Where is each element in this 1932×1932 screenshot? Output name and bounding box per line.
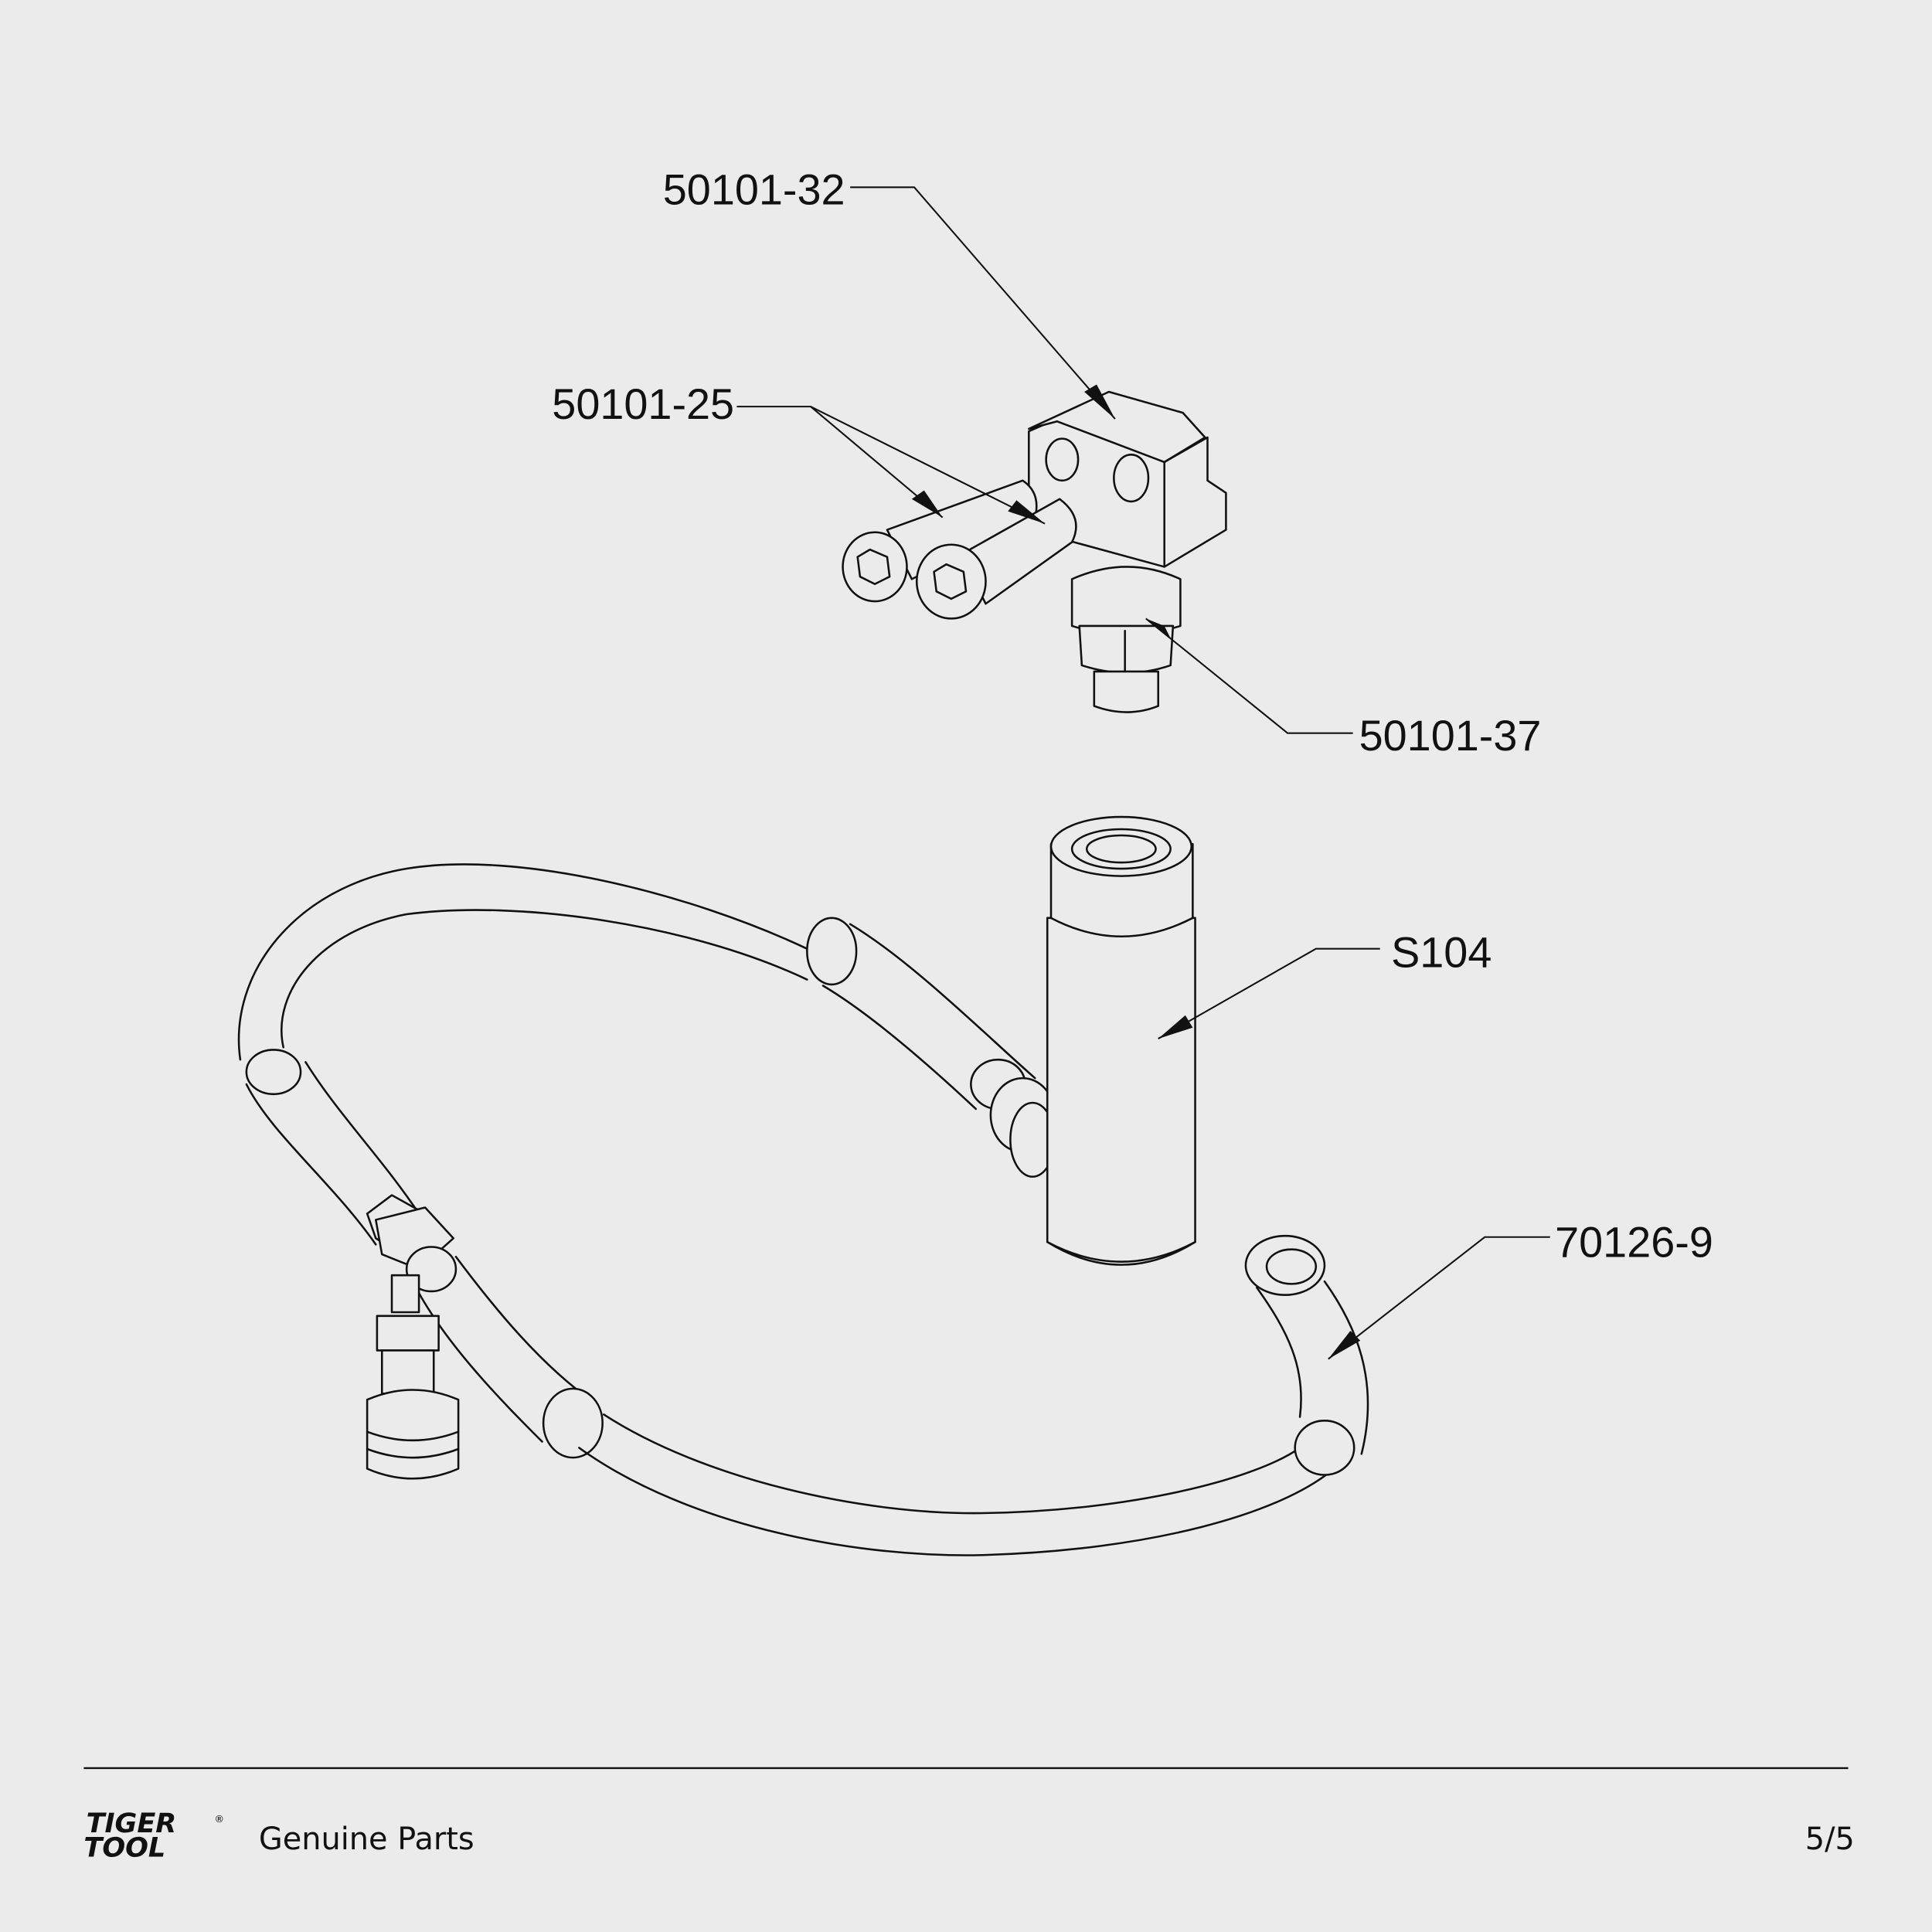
tiger-tool-logo: TIGER TOOL ® (83, 1808, 224, 1864)
callout-50101-32: 50101-32 (663, 165, 845, 214)
hose-assembly-drawing (237, 863, 1369, 1556)
manifold-block-drawing (842, 390, 1227, 713)
callout-s104: S104 (1391, 928, 1492, 977)
callout-50101-25: 50101-25 (552, 379, 734, 428)
footer-tagline: Genuine Parts (259, 1821, 474, 1857)
callout-leaders (736, 186, 1550, 1360)
callout-70126-9: 70126-9 (1555, 1217, 1713, 1266)
logo-line-2: TOOL (83, 1832, 165, 1864)
registered-mark: ® (214, 1814, 224, 1825)
cylinder-drawing (1046, 815, 1196, 1266)
page-number: 5/5 (1805, 1821, 1855, 1857)
callout-50101-37: 50101-37 (1359, 711, 1542, 760)
logo-line-1: TIGER (87, 1808, 177, 1839)
